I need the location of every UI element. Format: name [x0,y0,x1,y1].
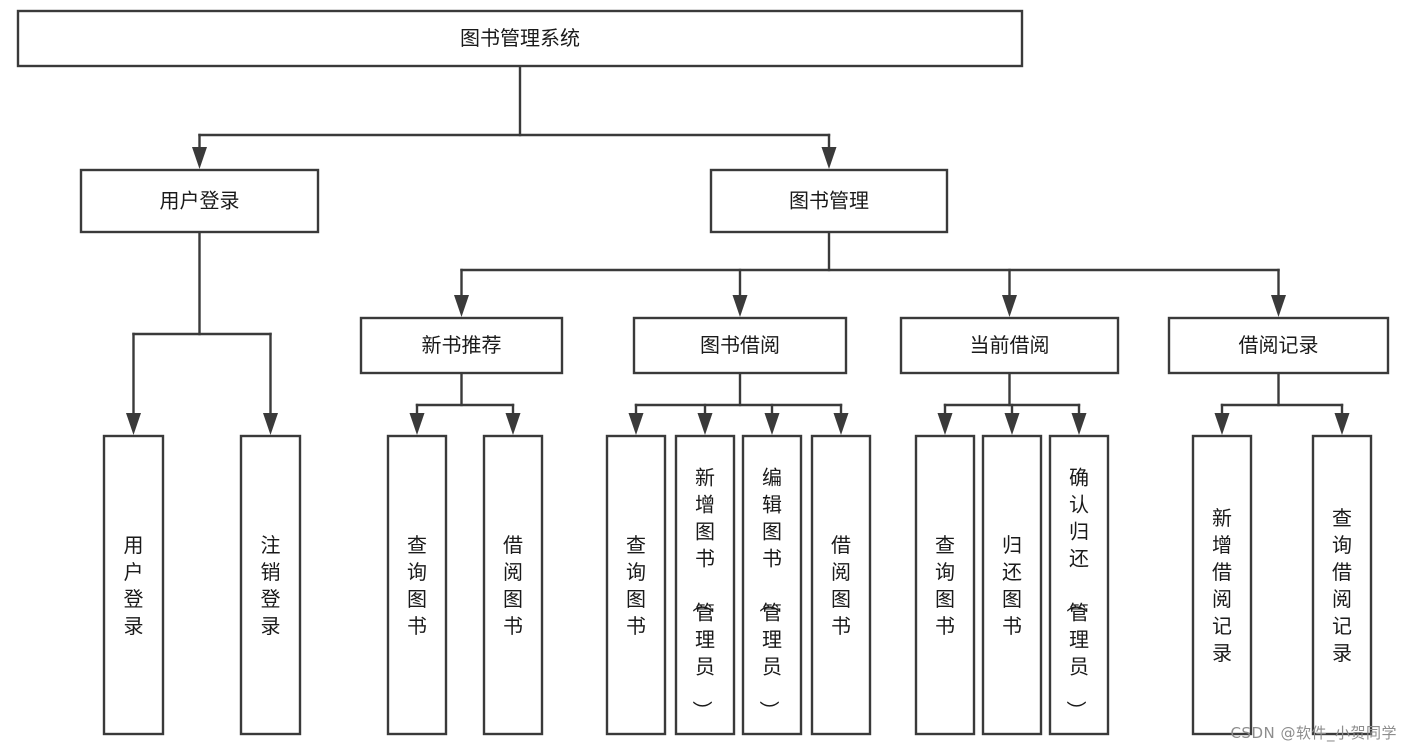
arrowhead-icon [697,413,713,435]
node-确认归还管理员-group[interactable]: 确认归还（管理员） [1048,434,1110,736]
node-图书借阅-box[interactable] [632,316,848,375]
arrowhead-icon [505,413,521,435]
node-查询图书-label: 查询图书 [935,533,955,638]
edge-group-n1b [454,230,1286,317]
edge-group-root [192,64,837,169]
arrowhead-icon [628,413,644,435]
node-归还图书-group[interactable]: 归还图书 [981,434,1043,736]
node-归还图书-box[interactable] [981,434,1043,736]
node-图书借阅-label: 图书借阅 [700,333,780,357]
node-查询图书-group[interactable]: 查询图书 [605,434,667,736]
node-新增借阅记录-group[interactable]: 新增借阅记录 [1191,434,1253,736]
arrowhead-icon [454,295,469,317]
connector-edges-layer [126,64,1350,435]
node-借阅图书-box[interactable] [810,434,872,736]
edge-group-n1a [126,230,278,435]
node-查询图书-group[interactable]: 查询图书 [914,434,976,736]
node-借阅图书-label: 借阅图书 [503,533,523,638]
node-新增图书管理员-label: 新增图书（管理员） [690,466,715,721]
arrowhead-icon [192,147,207,169]
node-当前借阅-group[interactable]: 当前借阅 [899,316,1120,375]
node-查询图书-label: 查询图书 [407,533,427,638]
arrowhead-icon [764,413,780,435]
node-查询图书-label: 查询图书 [626,533,646,638]
node-注销登录-group[interactable]: 注销登录 [239,434,302,736]
arrowhead-icon [1271,295,1286,317]
node-图书管理系统-group[interactable]: 图书管理系统 [16,9,1024,68]
node-用户登录-label: 用户登录 [124,533,144,638]
node-借阅图书-group[interactable]: 借阅图书 [810,434,872,736]
arrowhead-icon [833,413,849,435]
node-用户登录-box[interactable] [79,168,320,234]
node-借阅记录-label: 借阅记录 [1239,333,1319,357]
arrowhead-icon [126,413,141,435]
node-图书管理-box[interactable] [709,168,949,234]
node-新书推荐-label: 新书推荐 [422,333,502,357]
node-新增借阅记录-box[interactable] [1191,434,1253,736]
node-新增图书管理员-group[interactable]: 新增图书（管理员） [674,434,736,736]
node-用户登录-box[interactable] [102,434,165,736]
node-借阅图书-box[interactable] [482,434,544,736]
node-注销登录-label: 注销登录 [261,533,281,638]
node-查询图书-box[interactable] [386,434,448,736]
arrowhead-icon [1071,413,1087,435]
node-boxes-layer: 图书管理系统用户登录图书管理新书推荐图书借阅当前借阅借阅记录用户登录注销登录查询… [16,9,1390,736]
edge-group-n2c [937,371,1087,435]
csdn-watermark: CSDN @软件_小贺同学 [1230,724,1397,742]
edge-group-n2a [409,371,521,435]
arrowhead-icon [732,295,748,317]
node-新增借阅记录-label: 新增借阅记录 [1212,506,1232,665]
node-编辑图书管理员-label: 编辑图书（管理员） [757,466,782,721]
node-新增图书管理员-box[interactable] [674,434,736,736]
node-图书管理系统-box[interactable] [16,9,1024,68]
arrowhead-icon [263,413,278,435]
arrowhead-icon [1214,413,1230,435]
node-确认归还管理员-box[interactable] [1048,434,1110,736]
arrowhead-icon [1004,413,1020,435]
node-新书推荐-group[interactable]: 新书推荐 [359,316,564,375]
arrowhead-icon [1334,413,1350,435]
node-图书管理-group[interactable]: 图书管理 [709,168,949,234]
node-新书推荐-box[interactable] [359,316,564,375]
node-确认归还管理员-label: 确认归还（管理员） [1064,466,1089,721]
node-归还图书-label: 归还图书 [1002,533,1022,638]
edge-group-n2b [628,371,849,435]
arrowhead-icon [409,413,425,435]
node-查询图书-box[interactable] [605,434,667,736]
node-查询借阅记录-label: 查询借阅记录 [1332,506,1352,665]
node-查询图书-group[interactable]: 查询图书 [386,434,448,736]
node-查询借阅记录-box[interactable] [1311,434,1373,736]
node-编辑图书管理员-group[interactable]: 编辑图书（管理员） [741,434,803,736]
node-图书管理系统-label: 图书管理系统 [460,26,580,50]
arrowhead-icon [821,147,837,169]
node-借阅记录-group[interactable]: 借阅记录 [1167,316,1390,375]
node-用户登录-group[interactable]: 用户登录 [102,434,165,736]
node-注销登录-box[interactable] [239,434,302,736]
node-借阅记录-box[interactable] [1167,316,1390,375]
node-编辑图书管理员-box[interactable] [741,434,803,736]
node-借阅图书-label: 借阅图书 [831,533,851,638]
node-当前借阅-label: 当前借阅 [970,333,1050,357]
arrowhead-icon [937,413,953,435]
node-图书借阅-group[interactable]: 图书借阅 [632,316,848,375]
arrowhead-icon [1002,295,1017,317]
node-当前借阅-box[interactable] [899,316,1120,375]
node-借阅图书-group[interactable]: 借阅图书 [482,434,544,736]
node-查询图书-box[interactable] [914,434,976,736]
edge-group-n2d [1214,371,1350,435]
node-查询借阅记录-group[interactable]: 查询借阅记录 [1311,434,1373,736]
node-用户登录-group[interactable]: 用户登录 [79,168,320,234]
node-图书管理-label: 图书管理 [789,189,869,213]
node-用户登录-label: 用户登录 [160,189,240,213]
